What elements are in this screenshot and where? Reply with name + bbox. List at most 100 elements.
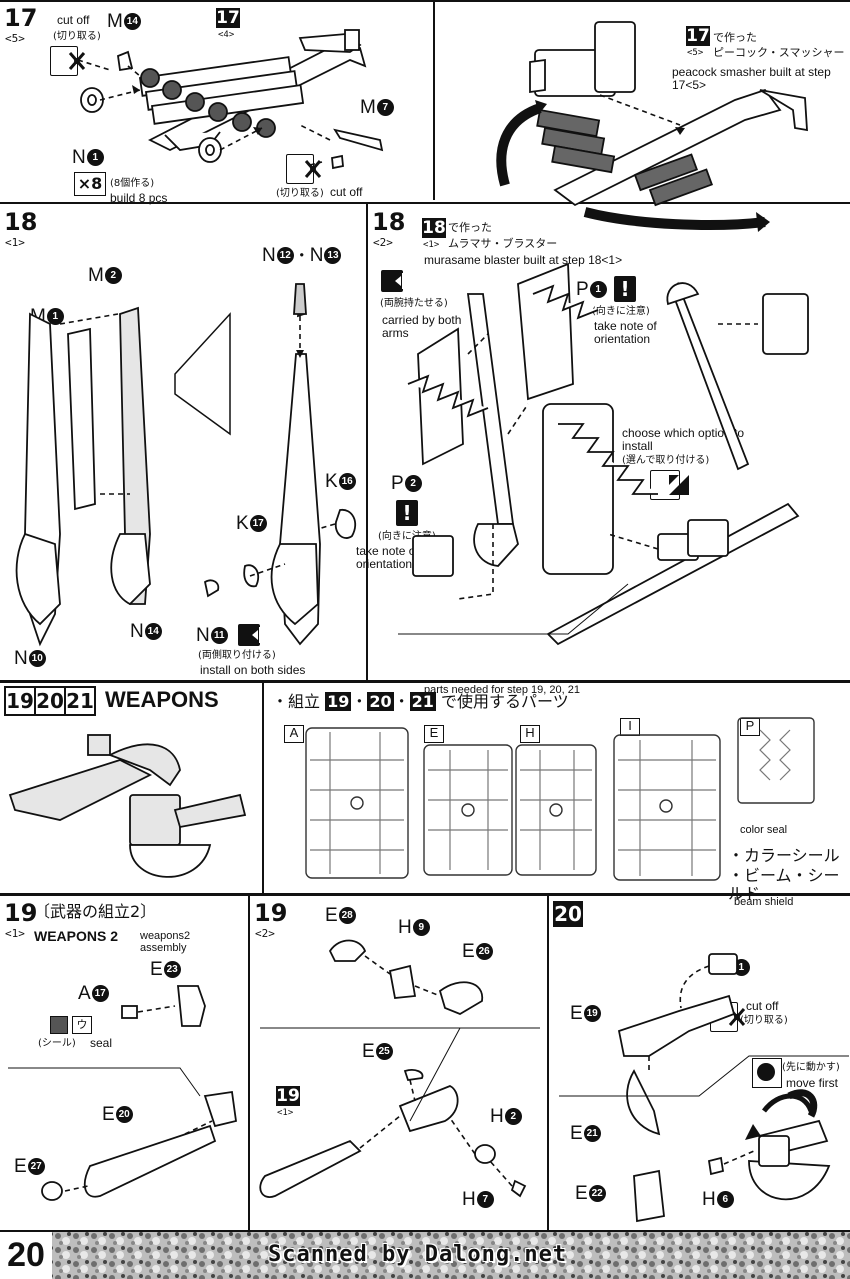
part-number: 17 [91, 985, 109, 1003]
step20-cutoff-jp: (切り取る) [740, 1015, 788, 1026]
part-number: 17 [249, 515, 267, 533]
part-letter: E [570, 1123, 583, 1144]
parts-needed-jp: ・組立 19・20・21 で使用するパーツ [272, 692, 569, 711]
multiplier-badge: ×8 [74, 172, 106, 196]
part-letter: E [575, 1183, 588, 1204]
beam-shield-label: beam shield [734, 896, 794, 908]
orient-jp-1: (向きに注意) [592, 306, 650, 317]
step19-1-substep: <1> [5, 927, 25, 940]
orient-label-1: take note of orientation [594, 319, 657, 346]
step18-1-substep: <1> [5, 236, 25, 249]
part-number: 14 [123, 13, 141, 31]
cutoff-label-1: cut off [57, 13, 90, 27]
both-sides-icon-svg [252, 627, 268, 643]
cutoff-jp-2: (切り取る) [276, 188, 324, 199]
part-letter: H [702, 1189, 716, 1210]
parts-jp-post: で使用するパーツ [441, 692, 569, 711]
caution-icon-2: ! [396, 500, 418, 526]
part-number: 21 [583, 1125, 601, 1143]
part-letter: N [196, 625, 210, 646]
step19-2-ref-number: 19 [276, 1086, 300, 1106]
weapons2-assembly-illustration [8, 985, 238, 1201]
part-letter: E [362, 1041, 375, 1062]
part-number: 23 [163, 961, 181, 979]
part-number: 16 [338, 473, 356, 491]
part-letter: P [391, 473, 404, 494]
separator: ・ [293, 248, 310, 265]
part-letter: E [462, 941, 475, 962]
step20-divider [547, 896, 549, 1232]
part-letter: N [262, 245, 276, 266]
parts-step-21: 21 [409, 692, 436, 711]
part-number: 14 [144, 623, 162, 641]
part-letter: E [102, 1104, 115, 1125]
part-number: 25 [375, 1043, 393, 1061]
murasame-blaster-assembly-illustration [15, 283, 357, 647]
weapons-divider [262, 683, 264, 893]
step18-2-number: 18 [372, 208, 406, 236]
made-label-17: peacock smasher built at step 17<5> [672, 65, 831, 92]
caution-icon-1: ! [614, 276, 636, 302]
made-ref-sub-18: <1> [423, 240, 440, 250]
move-first-jp: (先に動かす) [782, 1062, 840, 1073]
part-number: 20 [115, 1106, 133, 1124]
step19-2-assembly-illustration [259, 939, 540, 1198]
step19-1-number: 19 [4, 899, 38, 927]
part-number: 28 [338, 907, 356, 925]
made-jp-17b: ピーコック・スマッシャー [713, 46, 845, 59]
nippers-icon-2-svg [304, 160, 322, 178]
part-letter: P [576, 279, 589, 300]
row4-bottom-rule [0, 1230, 850, 1232]
move-first-label: move first [786, 1076, 839, 1090]
part-number: 6 [716, 1191, 734, 1209]
step17-ref-badge: 17 <4> [216, 8, 240, 42]
move-first-icon [752, 1058, 782, 1088]
made-ref-badge-17: 17 <5> [686, 26, 710, 60]
carried-label: carried by both arms [382, 313, 462, 340]
part-letter: N [14, 648, 28, 669]
part-number: 2 [104, 267, 122, 285]
parts-jp-pre: ・組立 [272, 692, 321, 711]
parts-step-19: 19 [325, 692, 352, 711]
part-number: 1 [589, 281, 607, 299]
part-number: 10 [28, 650, 46, 668]
part-number: 2 [504, 1108, 522, 1126]
choose-jp: (選んで取り付ける) [622, 455, 710, 466]
carried-icon-svg [395, 273, 411, 289]
peacock-smasher-assembly-illustration [77, 29, 384, 170]
step20-cutoff-label: cut off [746, 999, 779, 1013]
part-letter: K [236, 513, 249, 534]
part-letter: H [398, 917, 412, 938]
part-letter: N [130, 621, 144, 642]
part-letter: E [150, 959, 163, 980]
part-number: 2 [404, 475, 422, 493]
step19-divider [248, 896, 250, 1232]
beam-shield-jp: ・ビーム・シールド [728, 866, 840, 903]
made-jp-17a: で作った [713, 31, 757, 44]
murasame-blaster-arm-illustration [398, 262, 809, 646]
made-ref-number-18: 18 [422, 218, 446, 238]
step18-1-number: 18 [4, 208, 38, 236]
peacock-smasher-arm-illustration [496, 21, 808, 232]
made-ref-number-17: 17 [686, 26, 710, 46]
step17-number: 17 [4, 4, 38, 32]
step18-divider [366, 204, 368, 680]
carried-jp: (両腕持たせる) [380, 298, 448, 309]
step17-ref-number: 17 [216, 8, 240, 28]
step19-2-substep: <2> [255, 927, 275, 940]
